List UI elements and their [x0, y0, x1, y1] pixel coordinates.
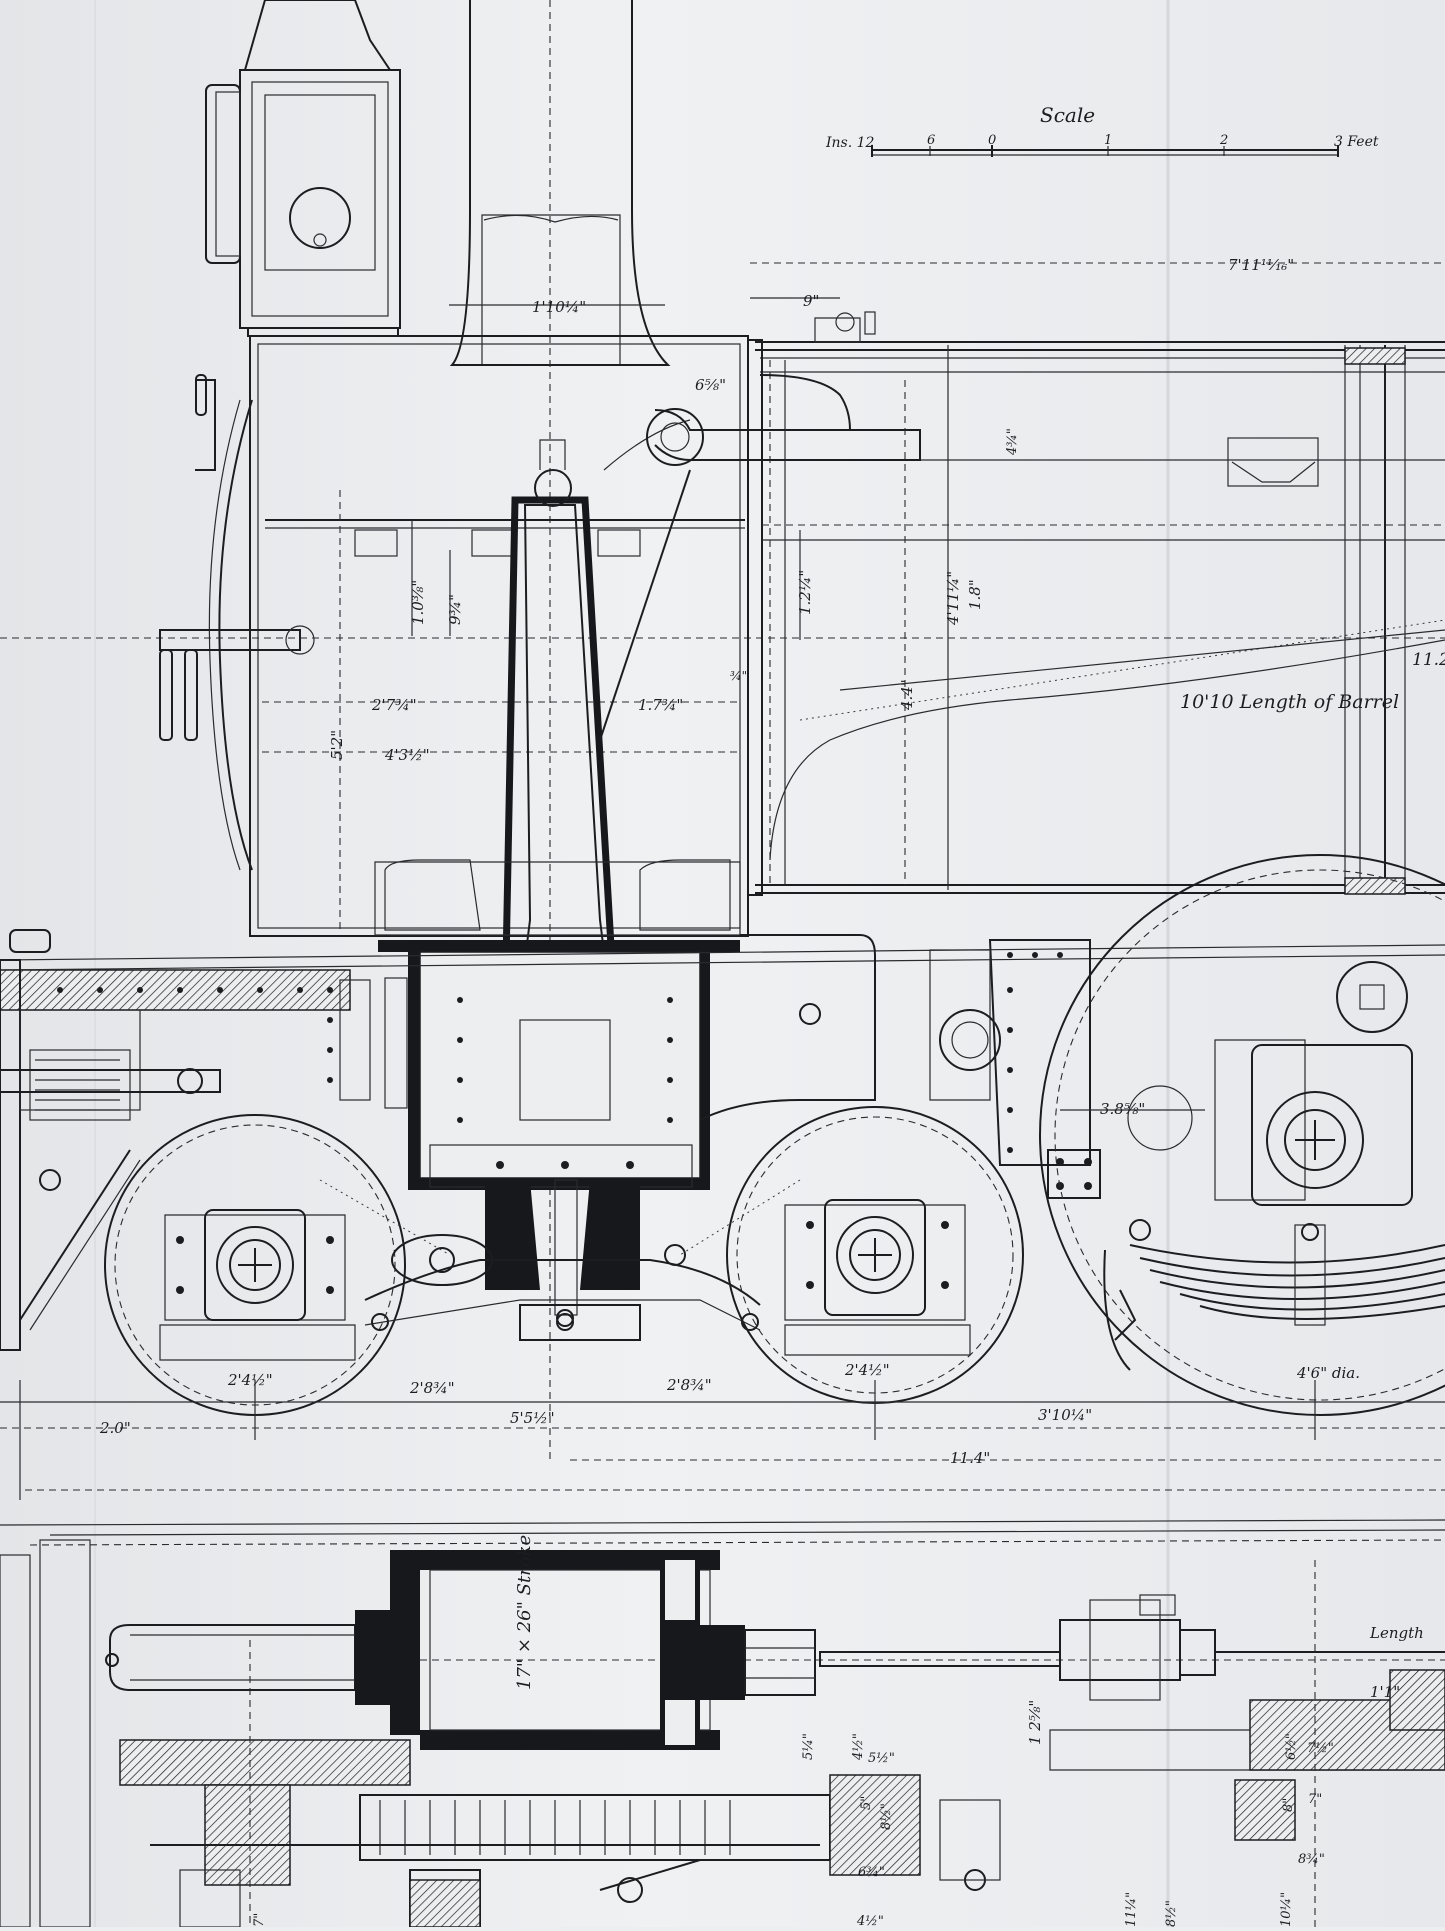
- dim-seven: 7": [1308, 1792, 1322, 1807]
- dim-one-two-five-eighths: 1 2⅝": [1026, 1700, 1044, 1745]
- dim-ten-quarter: 10¼": [1279, 1892, 1294, 1927]
- scale-tick-2: 2: [1219, 133, 1228, 148]
- dim-four-four: 4.4": [898, 679, 916, 711]
- dim-five-five: 5": [859, 1796, 874, 1810]
- dim-seven-half: 7½": [1307, 1741, 1334, 1756]
- scale-title: Scale: [1040, 103, 1095, 127]
- dim-four-three-quarters: 4¾": [1005, 428, 1020, 456]
- dim-total: 11.4": [950, 1449, 990, 1467]
- chimney: 1'10¼": [449, 0, 671, 1460]
- dim-smokebox-width: 4'3½": [384, 746, 430, 764]
- dim-four-eleven: 4'11¼": [944, 571, 962, 626]
- scale-left-unit: Ins. 12: [825, 135, 875, 151]
- smokebox-saddle: [374, 859, 741, 1327]
- dim-bogie-b: 2'8¾": [666, 1376, 712, 1394]
- dim-one-eight: 1.8": [966, 579, 984, 610]
- scale-right-unit: 3 Feet: [1334, 134, 1379, 150]
- dim-eight-three-quarters: 8¾": [1298, 1852, 1325, 1867]
- dim-chimney-base: 1'10¼": [532, 298, 586, 316]
- dim-seven-b: 7": [252, 1913, 267, 1927]
- dim-six-three-quarters: 6¾": [858, 1865, 885, 1880]
- scale-tick-6: 6: [927, 133, 935, 148]
- dim-eight-half-b: 8½": [1164, 1900, 1179, 1927]
- wheelbase-dimensions: 2'4½" 2'4½" 2'8¾" 2'8¾" 2.0" 5'5½" 3'10¼…: [0, 1361, 1445, 1500]
- dim-length: Length: [1369, 1624, 1424, 1642]
- dim-smokebox-a: 2'7¾": [371, 696, 417, 714]
- dim-smokebox-b: 1.7¾": [638, 696, 683, 714]
- dim-five-quarter: 5¼": [801, 1733, 816, 1760]
- dim-nine-three-quarters: 9¾": [446, 594, 464, 625]
- scale-bar: Scale Ins. 12 6 0 1 2 3 Feet: [825, 103, 1379, 157]
- dim-eight: 8": [1281, 1798, 1296, 1812]
- dim-six-five-eighths: 6⅝": [695, 376, 726, 394]
- dim-driver-dia: 4'6" dia.: [1296, 1364, 1360, 1382]
- dim-one-two-quarter: 1.2¼": [796, 570, 814, 615]
- dim-wheel-front: 2'4½": [227, 1371, 273, 1389]
- barrel-length-label: 10'10 Length of Barrel: [1180, 691, 1399, 713]
- dim-ten-three-eighths: 1.0⅜": [409, 580, 427, 625]
- plan-view: 17" × 26" Stroke Length 1 2⅝" 5¼" 4½" 5½…: [0, 1519, 1445, 1929]
- dim-eight-half: 8½": [879, 1803, 894, 1830]
- dim-bogie-wheelbase: 5'5½": [510, 1409, 555, 1427]
- dim-overall-top: 7'11¹¹⁄₁₆": [1228, 256, 1294, 274]
- dim-four-half-b: 4½": [856, 1914, 884, 1927]
- scale-tick-1: 1: [1104, 133, 1112, 148]
- dim-bogie-a: 2'8¾": [409, 1379, 455, 1397]
- dim-eleven-quarter: 11¼": [1124, 1892, 1139, 1927]
- dim-front: 2.0": [99, 1419, 131, 1437]
- dim-four-half: 4½": [851, 1733, 866, 1761]
- dim-axle-offset: 3.8⅝": [1100, 1100, 1145, 1118]
- boiler: 7'11¹¹⁄₁₆" 9" 6⅝" 4¾" 1.2¼" 4'11¼" 1.8" …: [646, 256, 1445, 896]
- dim-nine-in: 9": [803, 292, 819, 310]
- dim-wheel-rear: 2'4½": [844, 1361, 890, 1379]
- dim-three-quarter: ¾": [730, 669, 747, 683]
- dim-to-driver: 3'10¼": [1038, 1406, 1092, 1424]
- head-lamp: [205, 0, 401, 337]
- main-frames: 3.8⅝": [0, 929, 1445, 1351]
- dim-barrel: 11.2: [1412, 650, 1445, 670]
- scale-tick-0: 0: [988, 133, 996, 148]
- dim-stroke: 17" × 26" Stroke: [514, 1535, 535, 1690]
- bogie-wheel-rear: [726, 1106, 1024, 1404]
- dim-six-half: 6½": [1284, 1733, 1299, 1760]
- dim-five-half: 5½": [868, 1751, 895, 1766]
- bogie-frame: [319, 1179, 801, 1341]
- driving-wheel: 4'6" dia.: [1039, 854, 1445, 1416]
- dim-one-one: 1'1": [1370, 1683, 1400, 1701]
- dim-smokebox-height: 5'2": [328, 730, 346, 760]
